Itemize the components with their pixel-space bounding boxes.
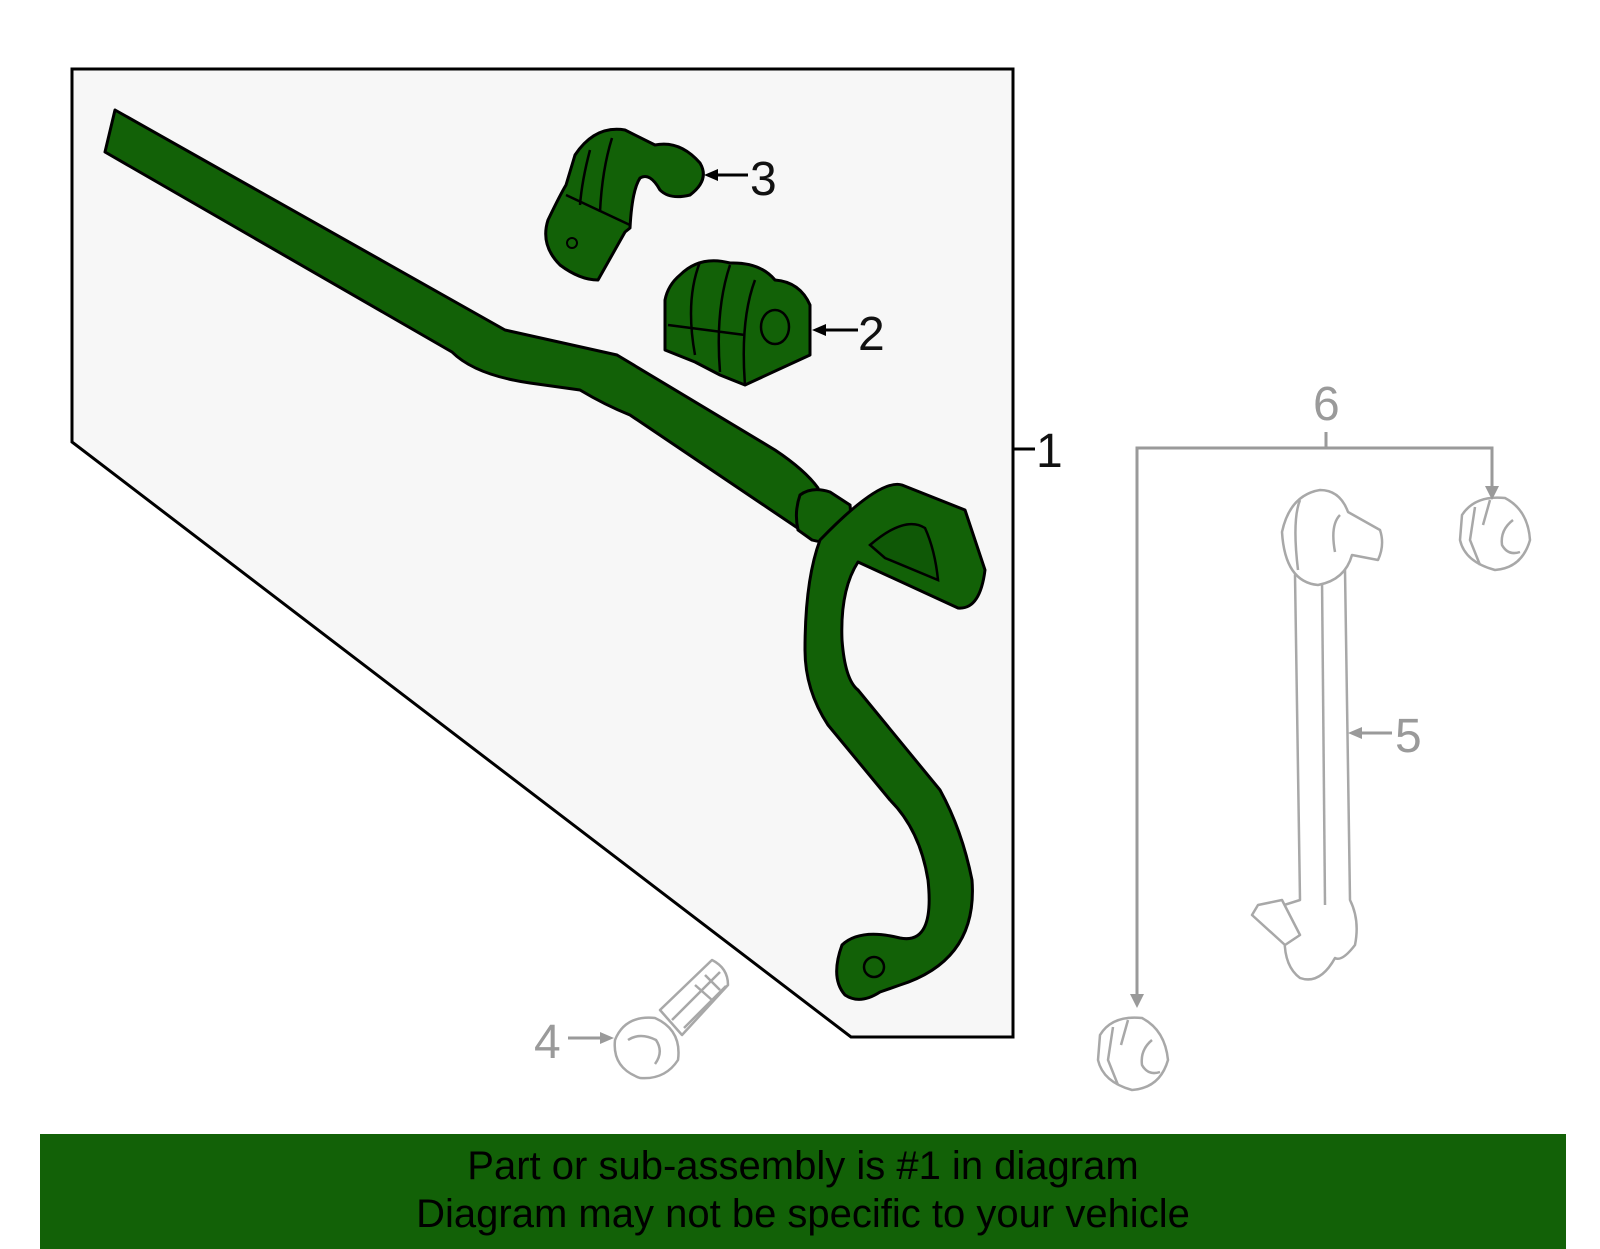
callout-4: 4 [534, 1016, 561, 1069]
bolt[interactable] [613, 958, 730, 1080]
bar-end-hole [862, 955, 886, 979]
bushing-bore [759, 308, 791, 346]
stabilizer-bar[interactable] [103, 108, 987, 1001]
nut-lower[interactable] [1096, 1016, 1170, 1092]
callout-1: 1 [1036, 425, 1063, 478]
bracket[interactable] [544, 127, 705, 282]
banner-line-2: Diagram may not be specific to your vehi… [416, 1192, 1190, 1236]
banner-line-1: Part or sub-assembly is #1 in diagram [467, 1144, 1139, 1188]
bracket-hole [566, 237, 578, 249]
callout-6: 6 [1313, 378, 1340, 431]
stabilizer-link[interactable] [1250, 488, 1384, 981]
callout-2: 2 [858, 308, 885, 361]
callout-leaders-dark [704, 169, 1035, 451]
disclaimer-banner: Part or sub-assembly is #1 in diagram Di… [40, 1134, 1566, 1249]
bushing[interactable] [663, 259, 812, 387]
callout-leaders-grey [568, 432, 1499, 1044]
nut-upper[interactable] [1458, 496, 1532, 572]
callout-3: 3 [750, 153, 777, 206]
callout-5: 5 [1395, 710, 1422, 763]
